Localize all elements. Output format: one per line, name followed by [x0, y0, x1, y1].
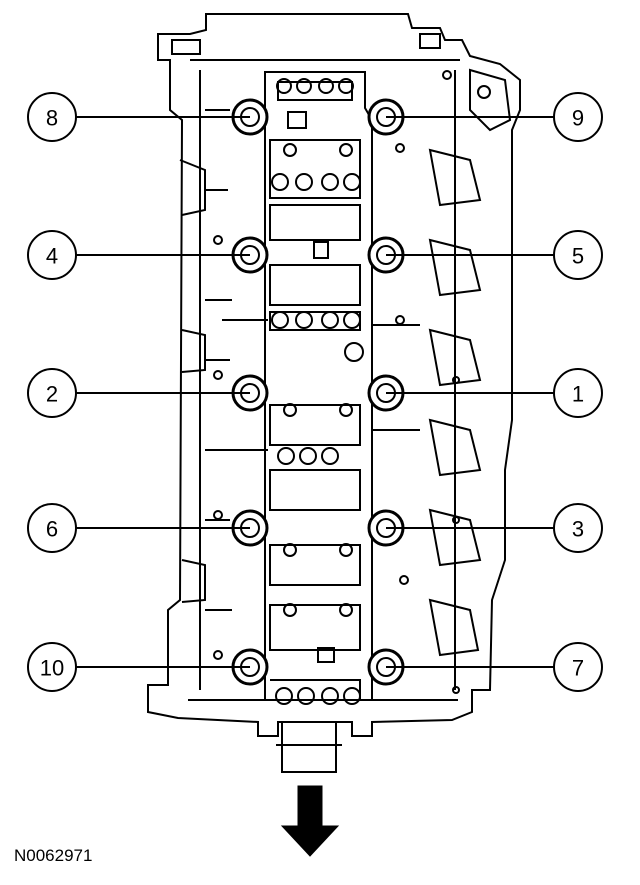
callout-circle-6	[27, 503, 77, 553]
callout-label-2: 2	[46, 382, 58, 407]
head-bolts	[231, 98, 405, 686]
callout-circle-7	[553, 642, 603, 692]
callout-circle-1	[553, 368, 603, 418]
callout-label-7: 7	[572, 656, 584, 681]
callout-label-6: 6	[46, 517, 58, 542]
callout-circle-2	[27, 368, 77, 418]
cam-carrier	[222, 71, 420, 773]
callout-circle-4	[27, 230, 77, 280]
callout-circle-3	[553, 503, 603, 553]
callout-label-4: 4	[46, 244, 58, 269]
callout-label-5: 5	[572, 244, 584, 269]
carrier-bolts	[271, 78, 409, 705]
callout-label-1: 1	[572, 382, 584, 407]
callout-label-9: 9	[572, 106, 584, 131]
callout-label-8: 8	[46, 106, 58, 131]
callout-circle-5	[553, 230, 603, 280]
front-direction-arrow	[280, 785, 340, 857]
callout-circle-9	[553, 92, 603, 142]
callouts: 8 9 4 5 2 1 6 3 10 7	[27, 92, 603, 692]
cylinder-head-body	[147, 13, 521, 737]
callout-label-3: 3	[572, 517, 584, 542]
figure-id: N0062971	[14, 846, 93, 865]
callout-circle-10	[27, 642, 77, 692]
callout-label-10: 10	[40, 656, 64, 681]
callout-circle-8	[27, 92, 77, 142]
